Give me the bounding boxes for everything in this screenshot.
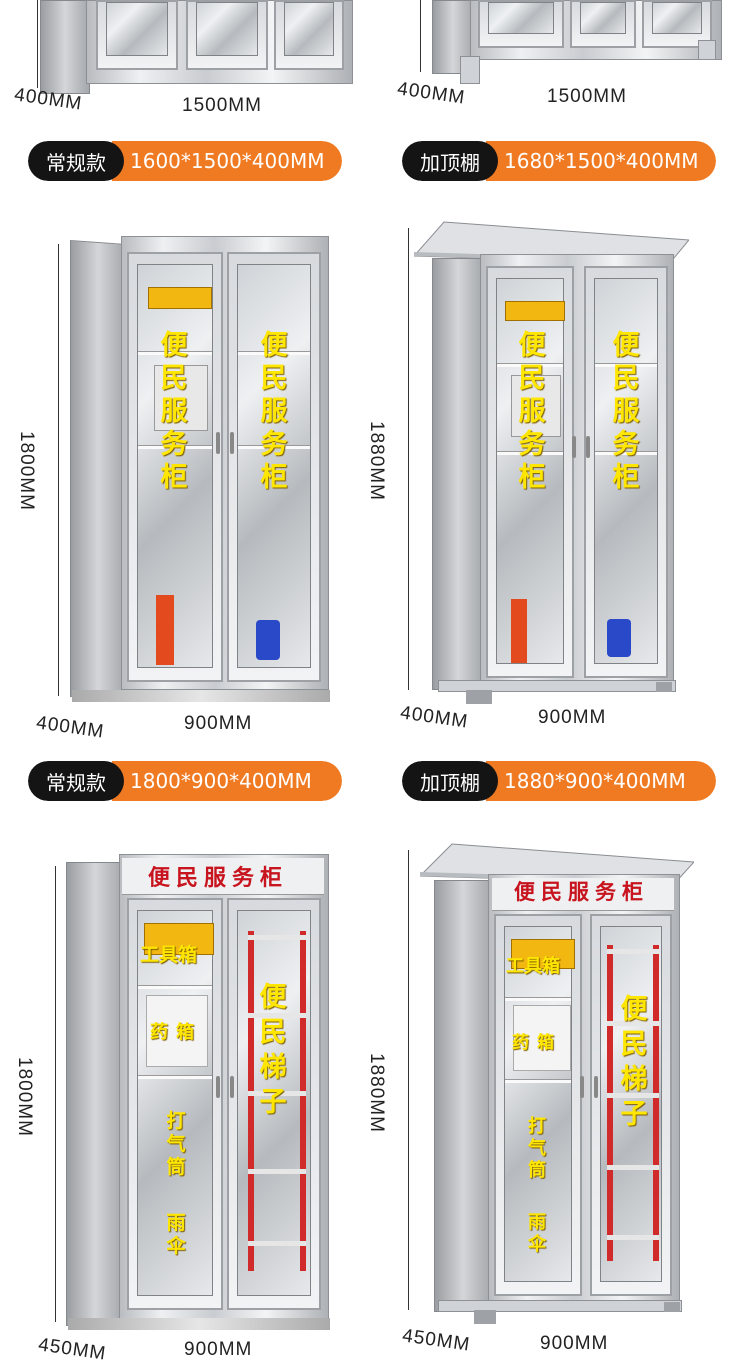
- depth-label: 450MM: [400, 1325, 472, 1356]
- height-label: 1880MM: [365, 1053, 387, 1133]
- badge-canopy-1880: 加顶棚 1880*900*400MM: [402, 761, 716, 801]
- depth-label: 450MM: [36, 1334, 108, 1365]
- pump-label: 打气筒: [166, 1110, 186, 1179]
- height-label: 1880MM: [365, 421, 387, 501]
- height-line: [420, 0, 421, 72]
- badge-standard-1600: 常规款 1600*1500*400MM: [28, 141, 342, 181]
- door-text-left: 便民服务柜: [518, 330, 546, 493]
- badge-size: 1680*1500*400MM: [486, 141, 716, 181]
- width-label: 1500MM: [547, 86, 627, 107]
- width-label: 1500MM: [182, 95, 262, 116]
- medkit-label: 药箱: [512, 1033, 562, 1053]
- height-line: [408, 850, 409, 1310]
- signboard-text: 便民服务柜: [514, 879, 649, 904]
- badge-style: 加顶棚: [402, 761, 498, 801]
- ladder-label: 便民梯子: [259, 982, 287, 1119]
- ladder-label: 便民梯子: [620, 994, 648, 1131]
- umbrella-label: 雨伞: [166, 1212, 186, 1258]
- depth-label: 400MM: [398, 702, 470, 733]
- badge-style: 加顶棚: [402, 141, 498, 181]
- width-label: 900MM: [538, 707, 607, 728]
- width-label: 900MM: [184, 1339, 253, 1360]
- depth-label: 400MM: [34, 712, 106, 743]
- toolbox-label: 工具箱: [506, 956, 560, 977]
- badge-size: 1880*900*400MM: [486, 761, 716, 801]
- height-label: 1800MM: [13, 1057, 35, 1137]
- height-line: [37, 0, 38, 88]
- badge-style: 常规款: [28, 141, 124, 181]
- pump-label: 打气筒: [528, 1116, 546, 1181]
- ladder-icon: [607, 945, 659, 1261]
- height-label: 1800MM: [15, 431, 37, 511]
- height-line: [408, 228, 409, 690]
- badge-size: 1800*900*400MM: [112, 761, 342, 801]
- door-text-right: 便民服务柜: [612, 330, 640, 493]
- height-line: [58, 244, 59, 696]
- ladder-icon: [248, 931, 306, 1271]
- badge-size: 1600*1500*400MM: [112, 141, 342, 181]
- badge-style: 常规款: [28, 761, 124, 801]
- width-label: 900MM: [540, 1333, 609, 1354]
- toolbox-label: 工具箱: [140, 944, 198, 966]
- width-label: 900MM: [184, 713, 253, 734]
- badge-canopy-1680: 加顶棚 1680*1500*400MM: [402, 141, 716, 181]
- door-text-right: 便民服务柜: [260, 330, 288, 493]
- medkit-label: 药箱: [150, 1022, 202, 1043]
- depth-label: 400MM: [395, 78, 467, 109]
- badge-standard-1800: 常规款 1800*900*400MM: [28, 761, 342, 801]
- signboard-text: 便民服务柜: [148, 865, 289, 891]
- umbrella-label: 雨伞: [528, 1212, 546, 1255]
- door-text-left: 便民服务柜: [160, 330, 188, 493]
- height-line: [55, 866, 56, 1322]
